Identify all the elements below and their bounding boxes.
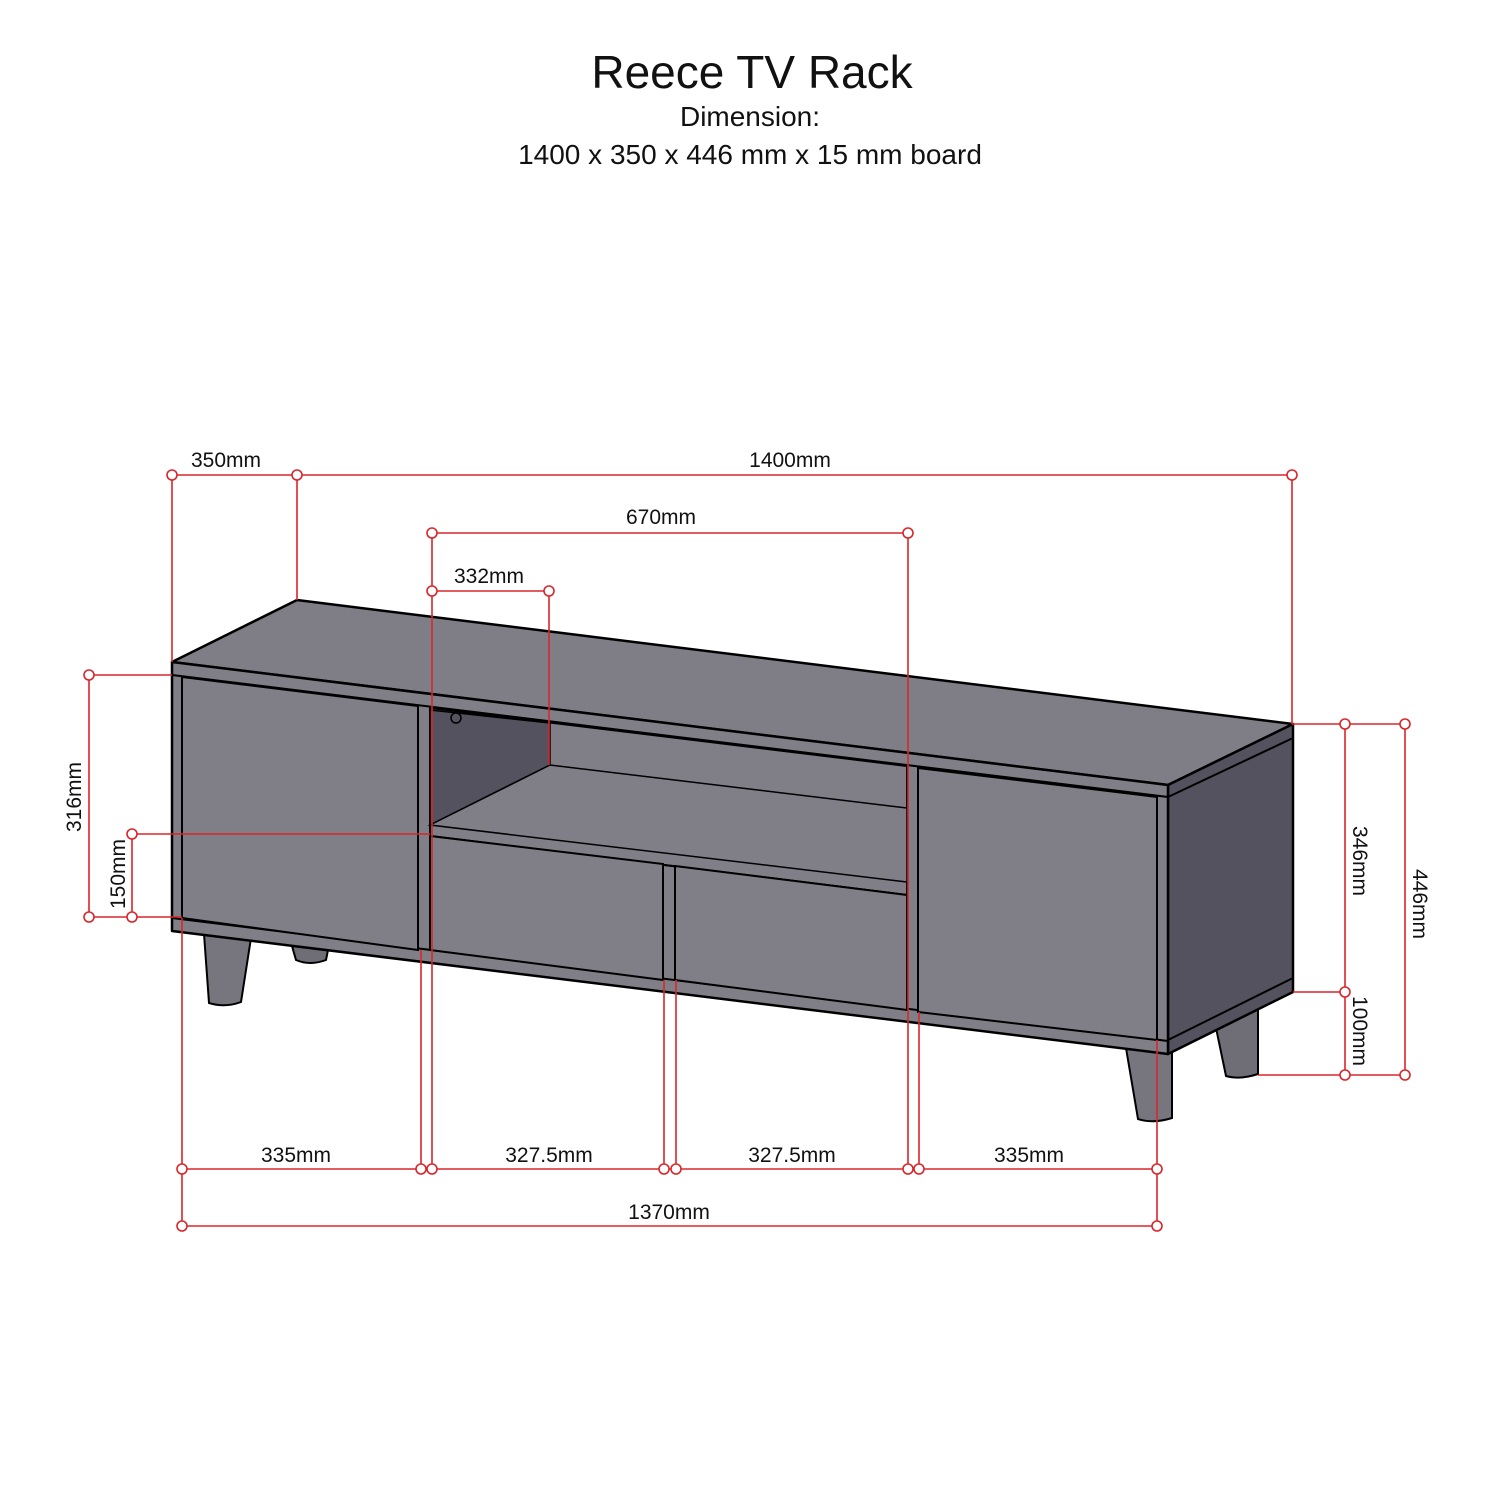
spec-line: 1400 x 350 x 446 mm x 15 mm board — [518, 139, 982, 170]
dimension-endpoint-marker — [126, 911, 138, 923]
dimension-endpoint-marker — [1286, 469, 1298, 481]
dimension-endpoint-marker — [166, 469, 178, 481]
legs — [202, 932, 1259, 1123]
dimension-endpoint-marker — [670, 1163, 682, 1175]
dim-door-height-label: 316mm — [63, 762, 86, 832]
dimension-endpoint-marker — [291, 469, 303, 481]
dim-left-door-label: 335mm — [261, 1144, 331, 1167]
dimension-endpoint-marker — [83, 911, 95, 923]
dim-inner-width-label: 1370mm — [628, 1201, 710, 1224]
dimension-endpoint-marker — [176, 1163, 188, 1175]
shelf-back-line — [549, 764, 908, 809]
dimension-endpoint-marker — [1339, 986, 1351, 998]
dimension-endpoint-marker — [415, 1163, 427, 1175]
dim-width-label: 1400mm — [749, 449, 831, 472]
dim-body-height-label: 346mm — [1348, 826, 1371, 896]
cabinet-body — [170, 598, 1295, 1056]
left-drawer — [429, 834, 664, 982]
dimension-endpoint-marker — [543, 585, 555, 597]
cable-hole-icon — [450, 712, 462, 724]
dim-total-height-label: 446mm — [1408, 869, 1431, 939]
dimension-endpoint-marker — [902, 527, 914, 539]
side-edge-line — [1167, 737, 1294, 798]
dimension-endpoint-marker — [176, 1220, 188, 1232]
dimension-endpoint-marker — [658, 1163, 670, 1175]
dim-niche-inner-label: 332mm — [454, 565, 524, 588]
dim-left-drawer-label: 327.5mm — [505, 1144, 593, 1167]
side-edge-line — [1167, 977, 1294, 1041]
dimension-endpoint-marker — [1339, 1069, 1351, 1081]
dimension-endpoint-marker — [902, 1163, 914, 1175]
dimension-endpoint-marker — [426, 527, 438, 539]
dim-right-door-label: 335mm — [994, 1144, 1064, 1167]
dimension-endpoint-marker — [1399, 718, 1411, 730]
dim-depth-label: 350mm — [191, 449, 261, 472]
dimension-endpoint-marker — [1151, 1220, 1163, 1232]
dimension-endpoint-marker — [126, 828, 138, 840]
leg-front-right — [1124, 1046, 1173, 1123]
subtitle: Dimension: — [680, 101, 820, 132]
dim-right-drawer-label: 327.5mm — [748, 1144, 836, 1167]
dim-drawer-height-label: 150mm — [107, 839, 130, 909]
dimension-endpoint-marker — [83, 669, 95, 681]
dimension-endpoint-marker — [426, 1163, 438, 1175]
dim-open-niche-label: 670mm — [626, 506, 696, 529]
dimension-endpoint-marker — [913, 1163, 925, 1175]
dimension-endpoint-marker — [1399, 1069, 1411, 1081]
dimension-endpoint-marker — [426, 585, 438, 597]
dimension-lines — [83, 469, 1411, 1232]
right-drawer — [674, 864, 908, 1012]
dim-leg-height-label: 100mm — [1348, 996, 1371, 1066]
dimension-endpoint-marker — [1339, 718, 1351, 730]
right-door — [917, 766, 1158, 1042]
leg-front-left — [202, 932, 253, 1007]
left-door — [181, 675, 419, 952]
title: Reece TV Rack — [591, 46, 913, 98]
dimension-endpoint-marker — [1151, 1163, 1163, 1175]
